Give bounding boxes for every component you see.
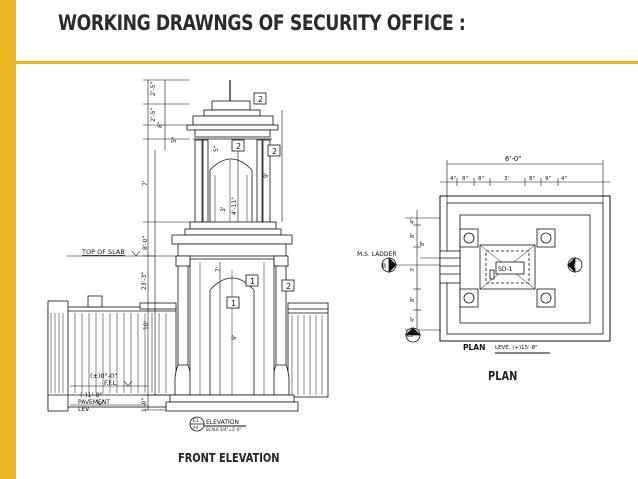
- lower-body: [165, 255, 299, 412]
- left-accent-bar: [0, 0, 16, 479]
- elevation-title: ELEVATION: [206, 419, 239, 426]
- marker-boxes: [226, 92, 295, 309]
- marker-label: 1: [250, 277, 255, 286]
- elevation-tag: [189, 416, 246, 432]
- front-elevation-caption: FRONT ELEVATION: [178, 451, 280, 465]
- dim-label: 2'-5": [150, 108, 157, 122]
- plan-side-dim: 4": [410, 219, 416, 224]
- pavement-label: PAVEMENT: [78, 399, 110, 406]
- plan-side-dim: 4": [410, 317, 416, 322]
- marker-label: 2: [272, 147, 277, 156]
- dim-label: 2'-5": [150, 82, 157, 96]
- dim-label: 23'-3": [141, 272, 148, 290]
- dim-label: 7': [142, 180, 149, 186]
- elevation-dimensions: [66, 79, 283, 411]
- plan-sub-dim: 8": [462, 176, 468, 182]
- marker-label: 2: [236, 142, 241, 151]
- dim-label: 8'-0": [142, 236, 149, 250]
- plan-sub-dim: 4": [561, 176, 567, 182]
- plan-top-dim: 6'-0": [505, 155, 522, 163]
- ladder-label: M.S. LADDER: [357, 251, 397, 258]
- dim-label: 1'-0": [141, 398, 148, 412]
- sd-label: SD-1: [498, 266, 513, 273]
- dim-label: 7': [215, 266, 222, 272]
- plan-sub-dim: 8": [478, 176, 484, 182]
- dim-label: 5": [171, 136, 178, 143]
- section-b-left: B: [382, 263, 386, 270]
- top-of-slab-label: TOP OF SLAB: [81, 248, 125, 256]
- dim-label: 10': [143, 320, 150, 330]
- plan-side-dim: 8": [410, 297, 416, 302]
- plan-caption: PLAN: [488, 369, 518, 383]
- ffl-level: (±)0"-0": [90, 372, 117, 380]
- plan-sub-dim: 9": [545, 176, 551, 182]
- marker-label: 2: [286, 282, 291, 291]
- level-markers: [70, 250, 148, 406]
- ffl-label: F.F.L.: [104, 380, 118, 387]
- plan-level: LEVE. (+)15'-8": [495, 345, 538, 351]
- section-b-right: B: [574, 263, 578, 270]
- pavement-level: (-)1'-8": [80, 391, 103, 399]
- lev-label: LEV.: [78, 406, 90, 413]
- section-e2-label: E2: [407, 333, 413, 339]
- dim-label: 4'-11": [231, 197, 238, 215]
- upper-kiosk: [171, 80, 293, 257]
- dim-label: 9': [263, 172, 270, 178]
- plan-drawing: [381, 160, 611, 354]
- boundary-wall-right: [287, 302, 329, 398]
- plan-sub-dim: 8": [529, 176, 535, 182]
- elevation-tag-sheet: A4: [193, 425, 199, 430]
- boundary-wall-left: [47, 295, 177, 412]
- plan-side-dim: 8": [420, 241, 426, 246]
- dim-label: 9': [231, 334, 238, 340]
- dim-label: 3': [220, 206, 227, 212]
- plan-sub-dim: 3': [504, 176, 509, 182]
- plan-side-dim: 3': [410, 267, 416, 272]
- marker-label: 1: [231, 299, 236, 308]
- plan-sub-dim: 4": [450, 176, 456, 182]
- dim-label: 8": [157, 121, 164, 128]
- dim-label: 5": [213, 145, 220, 152]
- elevation-scale: SCALE 1/4"=1'-0": [206, 427, 241, 432]
- marker-label: 2: [258, 95, 263, 104]
- slide-title: WORKING DRAWNGS OF SECURITY OFFICE :: [58, 11, 466, 35]
- title-underline: [16, 61, 638, 64]
- plan-title: PLAN: [463, 343, 485, 352]
- elevation-tag-number: E1: [193, 418, 199, 424]
- plan-side-dim: 8": [410, 233, 416, 238]
